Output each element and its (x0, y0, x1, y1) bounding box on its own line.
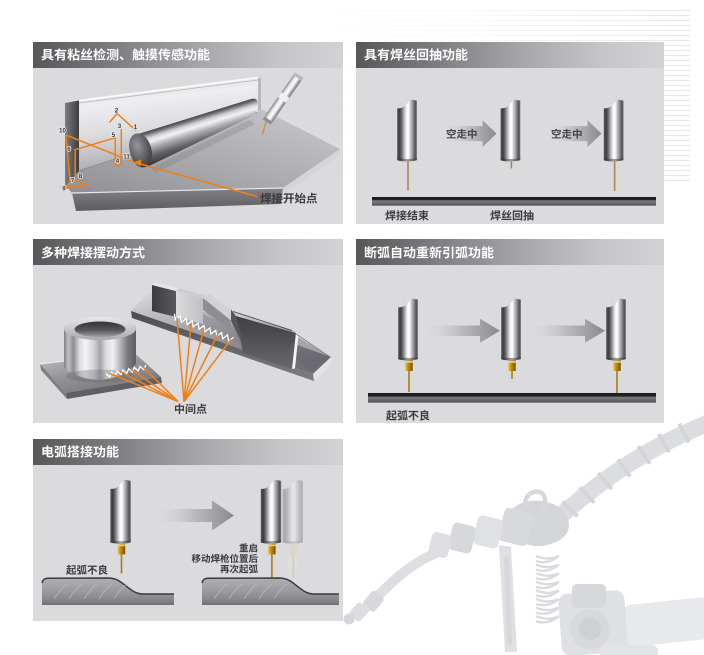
svg-text:7: 7 (71, 178, 75, 185)
svg-text:3: 3 (118, 123, 122, 130)
svg-text:9: 9 (62, 186, 66, 193)
svg-text:4: 4 (116, 158, 120, 165)
svg-text:2: 2 (115, 108, 119, 115)
svg-text:6: 6 (67, 146, 71, 153)
svg-text:8: 8 (79, 173, 83, 180)
svg-text:5: 5 (112, 132, 116, 139)
svg-text:10: 10 (59, 128, 66, 135)
svg-text:11: 11 (123, 154, 130, 161)
svg-text:1: 1 (134, 124, 138, 131)
